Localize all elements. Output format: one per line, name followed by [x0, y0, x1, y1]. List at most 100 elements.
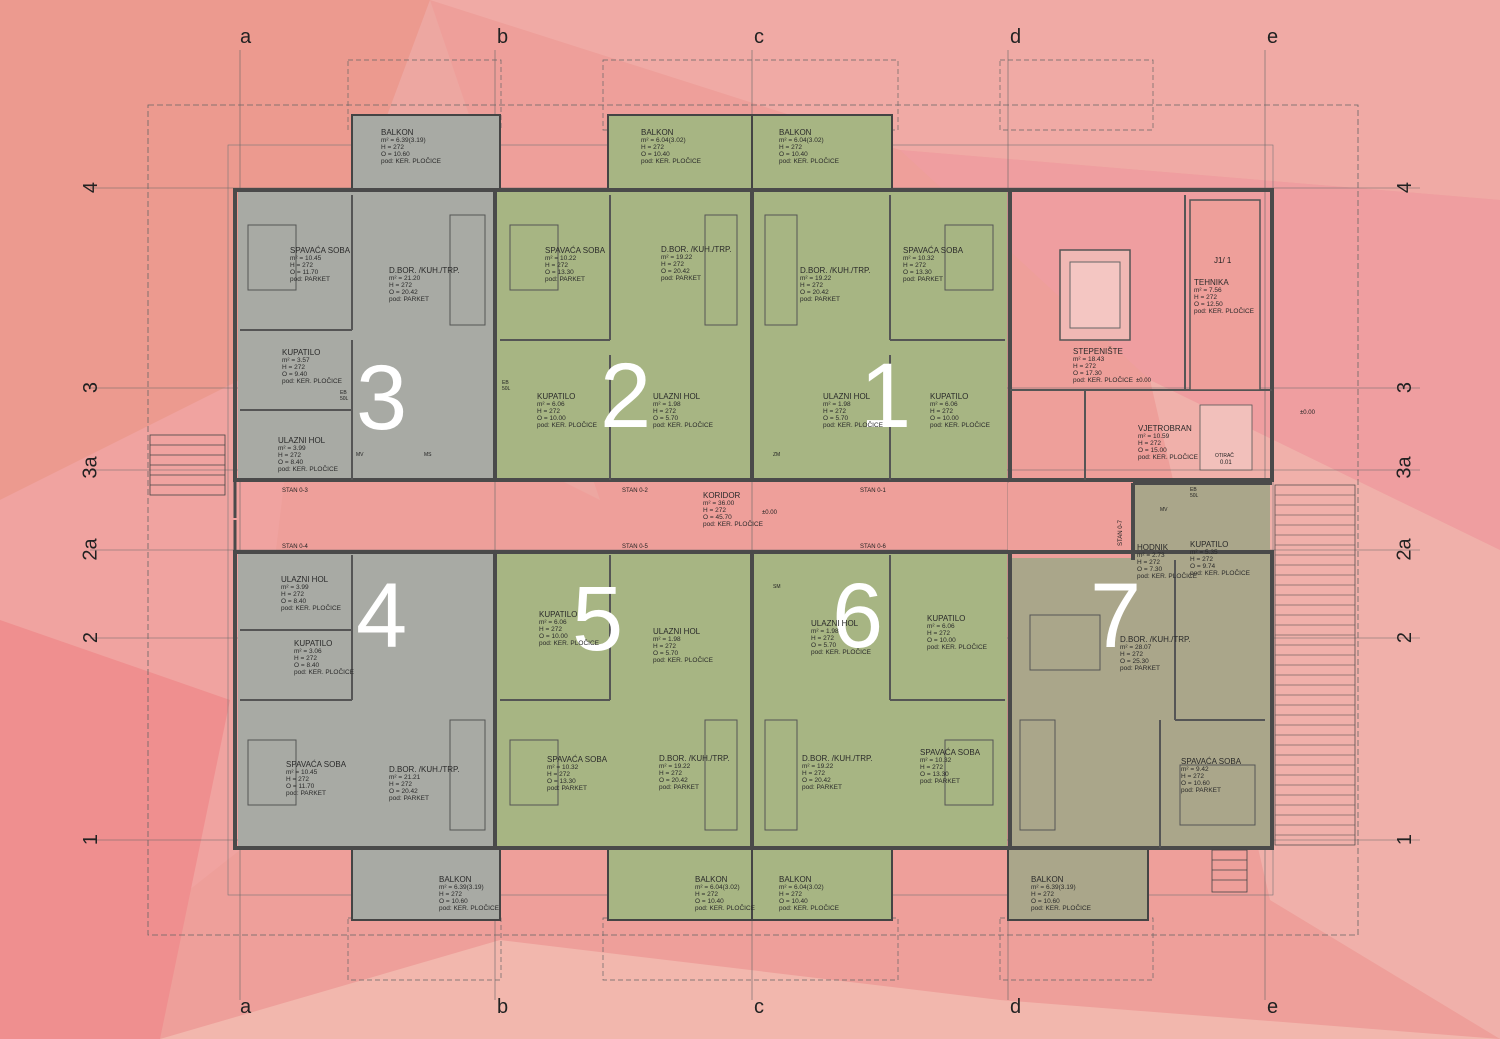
unit-number-6[interactable]: 6	[832, 565, 884, 667]
room-spec-line: m² = 18.43	[1073, 356, 1105, 363]
room-spec-line: m² = 6.39(3.19)	[439, 884, 484, 891]
room-spec-line: O = 20.42	[389, 289, 418, 296]
room-spec-line: O = 5.70	[811, 642, 837, 649]
room-spec-line: H = 272	[930, 408, 953, 415]
room-spec-line: m² = 6.04(3.02)	[641, 137, 686, 144]
room-spec-line: O = 10.40	[695, 898, 724, 905]
balkon-3-fill	[351, 114, 501, 191]
stan-label-2: STAN 0-2	[622, 488, 648, 494]
room-spec-line: H = 272	[545, 262, 568, 269]
room-name: BALKON	[439, 875, 472, 884]
room-spec-line: H = 272	[920, 764, 943, 771]
room-name: D.BOR. /KUH./TRP.	[802, 754, 873, 763]
room-spec-line: m² = 1.98	[823, 401, 851, 408]
grid-row-left-3a: 3a	[79, 456, 102, 479]
room-name: STEPENIŠTE	[1073, 347, 1123, 356]
room-spec-line: pod: KER. PLOČICE	[1073, 377, 1133, 384]
room-name: KUPATILO	[294, 639, 333, 648]
unit-number-1[interactable]: 1	[860, 345, 912, 447]
grid-col-top-d: d	[1010, 26, 1022, 48]
room-spec-line: m² = 6.04(3.02)	[779, 884, 824, 891]
stan-label-6: STAN 0-6	[860, 544, 886, 550]
otirac-number: 0.01	[1220, 460, 1232, 466]
room-spec-line: m² = 6.39(3.19)	[1031, 884, 1076, 891]
room-spec-line: pod: PARKET	[659, 784, 699, 791]
room-spec-line: O = 20.42	[659, 777, 688, 784]
balkon-1-fill	[751, 114, 893, 191]
unit-number-3[interactable]: 3	[356, 347, 408, 449]
room-spec-line: H = 272	[1031, 891, 1054, 898]
room-spec-line: m² = 9.42	[1181, 766, 1209, 773]
room-spec-line: O = 13.30	[545, 269, 574, 276]
room-spec-line: H = 272	[1138, 440, 1161, 447]
room-spec-line: H = 272	[294, 655, 317, 662]
room-spec-line: pod: PARKET	[389, 296, 429, 303]
room-spec-line: H = 272	[653, 408, 676, 415]
room-spec-line: O = 10.00	[539, 633, 568, 640]
grid-col-bottom-a: a	[240, 996, 252, 1018]
room-name: BALKON	[779, 128, 812, 137]
grid-col-top-c: c	[754, 26, 764, 48]
room-spec-line: m² = 10.59	[1138, 433, 1170, 440]
room-spec-line: m² = 19.22	[800, 275, 832, 282]
room-spec-line: pod: PARKET	[800, 296, 840, 303]
room-spec-line: H = 272	[800, 282, 823, 289]
grid-col-bottom-c: c	[754, 996, 764, 1018]
room-spec-line: pod: KER. PLOČICE	[539, 640, 599, 647]
room-spec-line: O = 10.00	[930, 415, 959, 422]
room-name: ULAZNI HOL	[823, 392, 871, 401]
balkon-2-fill	[607, 114, 753, 191]
room-name: SPAVAĆA SOBA	[920, 748, 981, 757]
room-spec-line: m² = 21.20	[389, 275, 421, 282]
unit-2-fill	[496, 192, 751, 480]
room-spec-line: O = 11.70	[286, 783, 315, 790]
stan-label-5: STAN 0-5	[622, 544, 648, 550]
room-spec-line: m² = 7.56	[1194, 287, 1222, 294]
room-spec-line: m² = 6.04(3.02)	[779, 137, 824, 144]
room-spec-line: O = 10.00	[927, 637, 956, 644]
room-name: D.BOR. /KUH./TRP.	[389, 266, 460, 275]
room-spec-line: m² = 19.22	[802, 763, 834, 770]
room-spec-line: pod: PARKET	[547, 785, 587, 792]
room-name: ULAZNI HOL	[653, 392, 701, 401]
room-name: KUPATILO	[1190, 540, 1229, 549]
room-spec-line: pod: KER. PLOČICE	[653, 657, 713, 664]
grid-col-bottom-b: b	[497, 996, 509, 1018]
room-spec-line: pod: KER. PLOČICE	[927, 644, 987, 651]
level-mark-entry: ±0.00	[1300, 410, 1315, 416]
room-spec-line: m² = 10.45	[290, 255, 322, 262]
room-spec-line: O = 8.40	[294, 662, 320, 669]
room-spec-line: pod: KER. PLOČICE	[823, 422, 883, 429]
room-spec-line: O = 20.42	[802, 777, 831, 784]
room-spec-line: pod: PARKET	[1120, 665, 1160, 672]
room-spec-line: pod: KER. PLOČICE	[779, 905, 839, 912]
stan-label-4: STAN 0-4	[282, 544, 308, 550]
level-mark-corridor: ±0.00	[762, 510, 777, 516]
stan-label-7: STAN 0-7	[1117, 520, 1124, 546]
room-spec-line: O = 20.42	[800, 289, 829, 296]
room-spec-line: H = 272	[389, 781, 412, 788]
room-spec-line: H = 272	[802, 770, 825, 777]
room-spec-line: H = 272	[1120, 651, 1143, 658]
room-spec-line: m² = 3.99	[281, 584, 309, 591]
unit-number-2[interactable]: 2	[600, 345, 652, 447]
room-spec-line: H = 272	[286, 776, 309, 783]
room-spec-line: H = 272	[641, 144, 664, 151]
room-tag: J1/ 1	[1214, 256, 1232, 265]
room-spec-line: O = 10.40	[641, 151, 670, 158]
unit-number-5[interactable]: 5	[572, 568, 624, 670]
fixture-eb-7: EB 50L	[1190, 487, 1199, 499]
room-name: ULAZNI HOL	[653, 627, 701, 636]
unit-number-7[interactable]: 7	[1090, 565, 1142, 667]
unit-number-4[interactable]: 4	[356, 565, 408, 667]
